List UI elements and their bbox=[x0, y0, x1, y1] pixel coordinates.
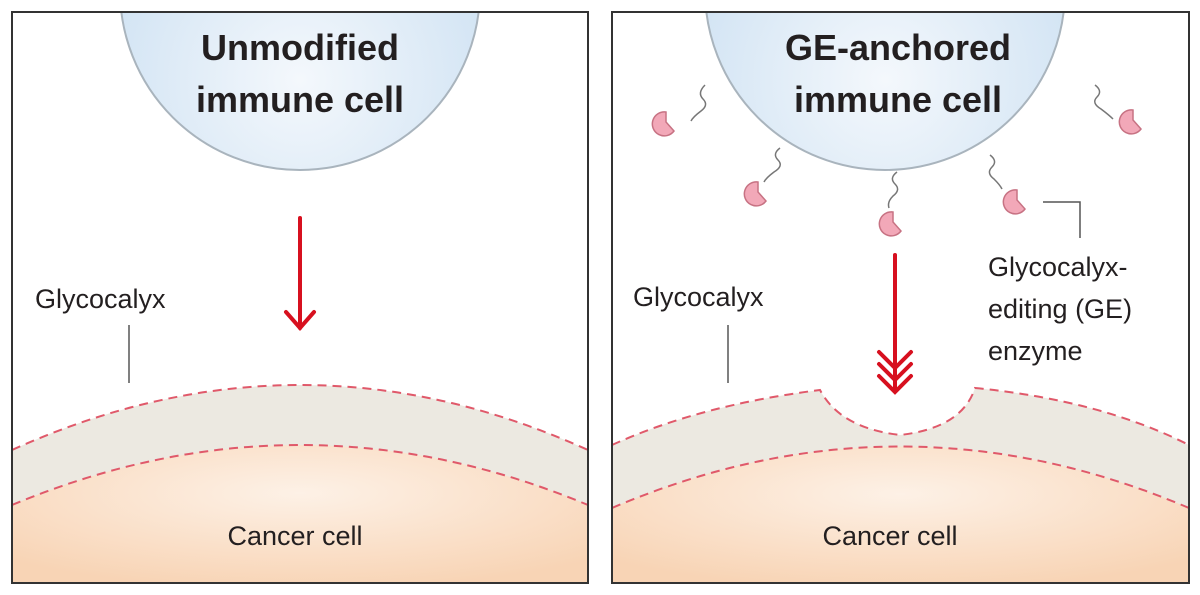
enzyme-tether bbox=[887, 171, 899, 209]
panel-title-line-1: Unmodified bbox=[201, 27, 399, 68]
cancer-cell-label: Cancer cell bbox=[822, 521, 957, 551]
panel-unmodified: Unmodified immune cell Glycocalyx Cancer… bbox=[11, 11, 589, 584]
enzyme-icon bbox=[1002, 189, 1026, 215]
enzyme-label-line-3: enzyme bbox=[988, 336, 1083, 366]
enzyme-icon bbox=[651, 111, 675, 137]
enzyme-label-line-1: Glycocalyx- bbox=[988, 252, 1128, 282]
panel-border bbox=[611, 11, 1190, 584]
glycocalyx-label: Glycocalyx bbox=[35, 284, 166, 314]
cancer-cell-label: Cancer cell bbox=[227, 521, 362, 551]
enzyme-tether bbox=[690, 84, 707, 122]
panel-title-line-2: immune cell bbox=[196, 79, 404, 120]
ge-enzymes bbox=[690, 84, 1114, 209]
panel-title-line-2: immune cell bbox=[794, 79, 1002, 120]
enzyme-label-line-2: editing (GE) bbox=[988, 294, 1132, 324]
panel-title-line-1: GE-anchored bbox=[785, 27, 1011, 68]
enzyme-tether bbox=[988, 154, 1003, 190]
editing-arrow bbox=[877, 253, 913, 395]
panel-border bbox=[11, 11, 589, 584]
cancer-cell bbox=[12, 445, 588, 583]
enzyme-tether bbox=[763, 147, 781, 183]
enzyme-icon bbox=[1118, 109, 1142, 135]
enzyme-leader-line bbox=[1043, 201, 1081, 238]
cancer-cell bbox=[612, 446, 1189, 583]
approach-arrow bbox=[284, 216, 316, 332]
immune-cell bbox=[705, 12, 1065, 171]
enzyme-tether bbox=[1094, 84, 1114, 120]
immune-cell bbox=[120, 12, 480, 171]
enzyme-icon bbox=[878, 211, 902, 237]
panel-ge-anchored: GE-anchored immune cell Glycocalyx Glyco… bbox=[611, 11, 1190, 584]
glycocalyx-label: Glycocalyx bbox=[633, 282, 764, 312]
enzyme-icon bbox=[743, 181, 767, 207]
